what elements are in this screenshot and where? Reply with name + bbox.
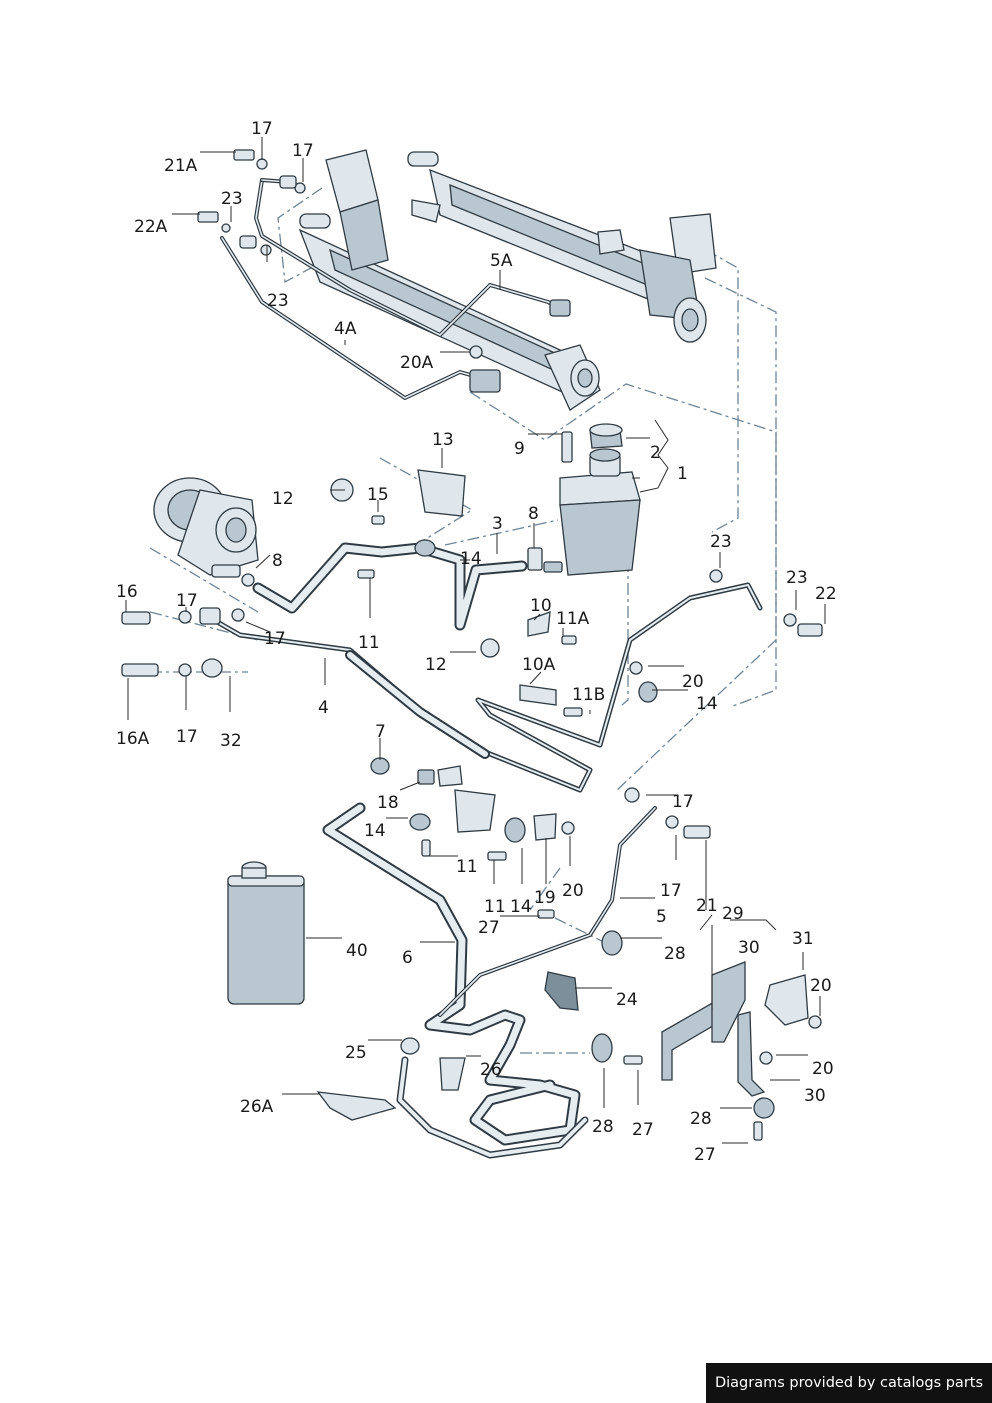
label-28: 28: [690, 1109, 712, 1129]
label-20: 20: [682, 672, 704, 692]
leader-lines: [125, 137, 826, 1144]
label-6: 6: [402, 948, 413, 968]
label-27: 27: [478, 918, 500, 938]
label-4A: 4A: [334, 319, 357, 339]
label-14: 14: [696, 694, 718, 714]
label-17: 17: [292, 141, 314, 161]
label-17: 17: [264, 629, 286, 649]
label-20: 20: [810, 976, 832, 996]
label-30: 30: [738, 938, 760, 958]
label-26A: 26A: [240, 1097, 274, 1117]
label-17: 17: [176, 591, 198, 611]
label-5: 5: [656, 907, 667, 927]
label-27: 27: [694, 1145, 716, 1165]
label-14: 14: [460, 549, 482, 569]
pipe-5: [438, 806, 657, 1017]
label-17: 17: [672, 792, 694, 812]
hose-6: [322, 802, 589, 1159]
label-31: 31: [792, 929, 814, 949]
callout-labels: 17 21A 17 23 22A 23 5A 4A 20A 13 9 2 1 1…: [116, 119, 837, 1165]
label-11: 11: [456, 857, 478, 877]
label-11: 11: [358, 633, 380, 653]
label-7: 7: [375, 722, 386, 742]
power-steering-pump: [153, 477, 259, 587]
label-22: 22: [815, 584, 837, 604]
label-27: 27: [632, 1120, 654, 1140]
label-20: 20: [812, 1059, 834, 1079]
label-28: 28: [592, 1117, 614, 1137]
label-9: 9: [514, 439, 525, 459]
label-20A: 20A: [400, 353, 434, 373]
label-16: 16: [116, 582, 138, 602]
label-5A: 5A: [490, 251, 513, 271]
return-hose-3: [252, 542, 528, 631]
label-13: 13: [432, 430, 454, 450]
label-16A: 16A: [116, 729, 150, 749]
label-40: 40: [346, 941, 368, 961]
label-11B: 11B: [572, 685, 605, 705]
label-15: 15: [367, 485, 389, 505]
label-28: 28: [664, 944, 686, 964]
label-10: 10: [530, 596, 552, 616]
label-17: 17: [660, 881, 682, 901]
label-1: 1: [677, 464, 688, 484]
label-29: 29: [722, 904, 744, 924]
label-18: 18: [377, 793, 399, 813]
label-23: 23: [221, 189, 243, 209]
middle-fittings: [121, 469, 823, 717]
pipe-4A: [220, 236, 490, 400]
label-2: 2: [650, 443, 661, 463]
label-12: 12: [425, 655, 447, 675]
label-23: 23: [786, 568, 808, 588]
label-19: 19: [534, 888, 556, 908]
label-14: 14: [364, 821, 386, 841]
label-12: 12: [272, 489, 294, 509]
label-25: 25: [345, 1043, 367, 1063]
label-30: 30: [804, 1086, 826, 1106]
label-10A: 10A: [522, 655, 556, 675]
lower-fittings: [316, 757, 711, 1121]
top-fittings: [197, 149, 571, 393]
label-22A: 22A: [134, 217, 168, 237]
dash-dot-guides: [149, 187, 777, 1054]
footer-credit-banner: Diagrams provided by catalogs parts: [706, 1363, 992, 1403]
label-3: 3: [492, 514, 503, 534]
label-11A: 11A: [556, 609, 590, 629]
fluid-container: [227, 861, 305, 1005]
label-8: 8: [528, 504, 539, 524]
label-20: 20: [562, 881, 584, 901]
label-26: 26: [480, 1060, 502, 1080]
label-17: 17: [176, 727, 198, 747]
label-8: 8: [272, 551, 283, 571]
brackets-right: [661, 961, 822, 1141]
label-23: 23: [267, 291, 289, 311]
label-21A: 21A: [164, 156, 198, 176]
label-4: 4: [318, 698, 329, 718]
reservoir: [527, 423, 641, 576]
label-32: 32: [220, 731, 242, 751]
label-11: 11: [484, 897, 506, 917]
steering-rack: [298, 149, 717, 411]
pressure-hose-4: [202, 582, 763, 793]
label-24: 24: [616, 990, 638, 1010]
pipe-5A: [254, 178, 568, 337]
label-17: 17: [251, 119, 273, 139]
label-23: 23: [710, 532, 732, 552]
label-21: 21: [696, 896, 718, 916]
label-14: 14: [510, 897, 532, 917]
